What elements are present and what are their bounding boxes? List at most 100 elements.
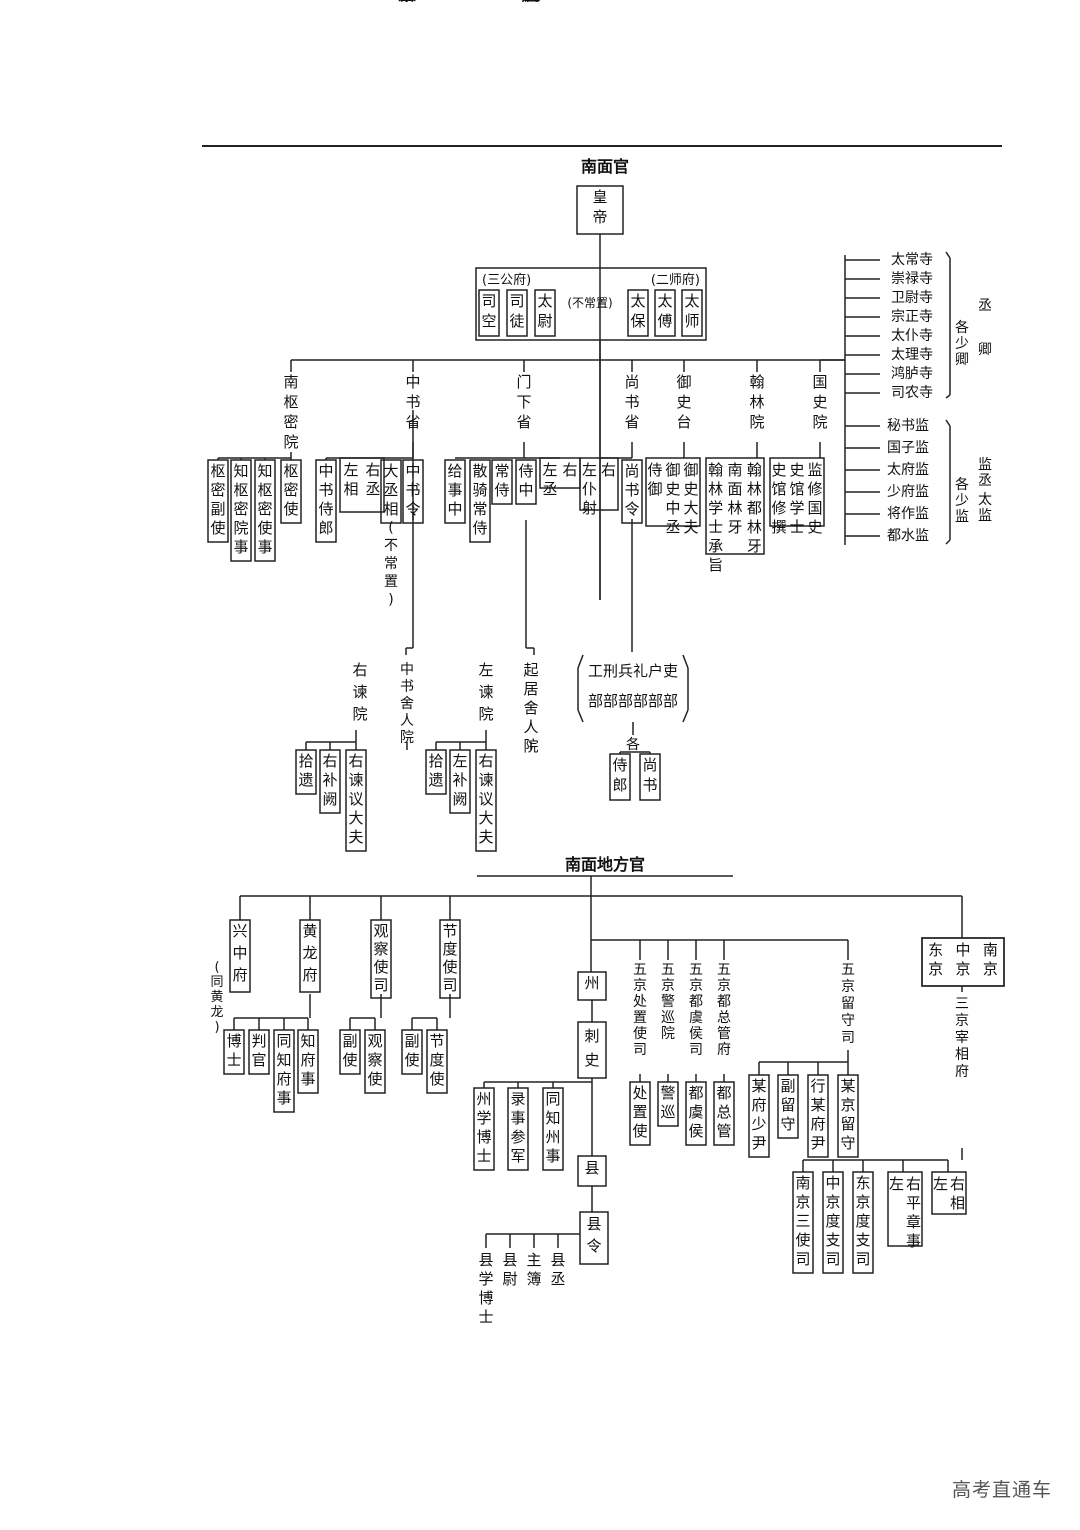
svg-text:皇: 皇 — [592, 188, 607, 206]
svg-text:史: 史 — [683, 480, 698, 498]
svg-text:省: 省 — [516, 413, 531, 431]
svg-text:同: 同 — [210, 975, 223, 990]
svg-text:司: 司 — [509, 292, 524, 310]
not-regular-label: (不常置) — [567, 296, 612, 310]
svg-text:馆: 馆 — [771, 480, 786, 498]
svg-text:丞: 丞 — [550, 1270, 565, 1288]
zx-4-box — [931, 1171, 967, 1215]
svg-text:): ) — [214, 1020, 219, 1035]
svg-text:虞: 虞 — [689, 1010, 703, 1026]
shumi-3-box — [280, 459, 302, 524]
svg-text:中: 中 — [397, 0, 416, 5]
svg-text:都: 都 — [716, 1084, 731, 1102]
liushou-sub-2-box — [807, 1074, 829, 1158]
svg-text:林: 林 — [727, 499, 742, 517]
svg-text:密: 密 — [233, 500, 248, 518]
svg-text:知: 知 — [233, 462, 248, 480]
svg-text:阙: 阙 — [452, 790, 467, 808]
zx-4-col: 右相 — [950, 1175, 965, 1212]
sanshi-0: 太保 — [630, 292, 645, 330]
sanshi-0-box — [627, 289, 649, 337]
svg-text:巡: 巡 — [661, 1010, 675, 1026]
zhongshu-note: (不常置) — [384, 520, 398, 608]
svg-text:学: 学 — [708, 499, 723, 517]
svg-text:丞: 丞 — [665, 518, 680, 536]
hl-3: 知府事 — [300, 1032, 315, 1088]
yushi-box — [645, 457, 701, 527]
svg-text:事: 事 — [510, 1109, 525, 1127]
connector — [945, 539, 951, 545]
svg-text:右: 右 — [365, 461, 380, 479]
sangong-0-box — [478, 289, 500, 337]
jiedu-0: 副使 — [404, 1032, 419, 1069]
hanlin-box — [705, 457, 765, 555]
zhongshu-1-box — [339, 457, 385, 513]
svg-text:京: 京 — [855, 1193, 870, 1211]
liushou-sub-1-box — [777, 1074, 799, 1139]
svg-text:度: 度 — [825, 1212, 840, 1230]
connector — [945, 394, 951, 399]
svg-text:尉: 尉 — [502, 1270, 517, 1288]
temple-label-c: 卿 — [978, 342, 992, 358]
youjian-0: 拾遗 — [298, 752, 313, 789]
svg-text:府: 府 — [302, 966, 317, 984]
svg-text:知: 知 — [276, 1051, 291, 1069]
svg-text:尉: 尉 — [537, 312, 552, 330]
dir-label-a: 监丞 — [978, 457, 992, 489]
svg-text:京: 京 — [795, 1193, 810, 1211]
svg-text:翰: 翰 — [749, 373, 764, 391]
svg-text:县: 县 — [478, 1251, 493, 1269]
svg-text:史: 史 — [665, 480, 680, 498]
svg-text:令: 令 — [586, 1237, 601, 1255]
svg-text:士: 士 — [476, 1147, 491, 1165]
svg-text:郎: 郎 — [612, 776, 627, 794]
xian-sub-2: 主簿 — [526, 1251, 541, 1288]
svg-text:右: 右 — [322, 752, 337, 770]
svg-text:使: 使 — [373, 958, 388, 976]
directorate-4: 将作监 — [887, 506, 929, 522]
boards-0: 侍郎 — [612, 756, 627, 794]
shumi-1-box — [230, 459, 252, 562]
svg-text:史: 史 — [771, 461, 786, 479]
xingzhong-note: (同黄龙) — [210, 960, 223, 1035]
liushou-sub-0-box — [748, 1074, 770, 1158]
svg-text:舍: 舍 — [397, 0, 416, 5]
svg-text:学: 学 — [789, 499, 804, 517]
svg-text:县: 县 — [550, 1251, 565, 1269]
svg-text:中: 中 — [405, 462, 420, 480]
svg-text:三: 三 — [955, 996, 969, 1012]
svg-text:侍: 侍 — [612, 756, 627, 774]
zuojian: 左谏院 — [478, 661, 493, 723]
svg-text:丞: 丞 — [978, 473, 992, 489]
zhongshu-0-box — [315, 459, 337, 543]
svg-text:行: 行 — [810, 1077, 825, 1095]
svg-text:相: 相 — [950, 1194, 965, 1212]
connector — [682, 654, 689, 669]
hl-0: 博士 — [226, 1032, 241, 1069]
svg-text:中: 中 — [405, 373, 420, 391]
svg-text:兴: 兴 — [232, 922, 247, 940]
svg-text:史: 史 — [584, 1051, 599, 1069]
sanshi-label: (二师府) — [651, 273, 700, 288]
svg-text:度: 度 — [855, 1212, 870, 1230]
hl-0-box — [223, 1029, 245, 1075]
svg-text:府: 府 — [717, 1042, 731, 1058]
svg-text:县: 县 — [586, 1215, 601, 1233]
svg-text:东: 东 — [928, 941, 943, 959]
svg-text:书: 书 — [624, 481, 639, 499]
svg-text:太: 太 — [657, 292, 672, 310]
svg-text:司: 司 — [795, 1250, 810, 1268]
svg-text:史: 史 — [812, 393, 827, 411]
hl-1-box — [248, 1029, 270, 1075]
svg-text:少: 少 — [955, 336, 969, 352]
zhongshu-1-col: 左相 — [343, 461, 358, 498]
svg-text:管: 管 — [716, 1122, 731, 1140]
svg-text:各: 各 — [955, 477, 969, 493]
